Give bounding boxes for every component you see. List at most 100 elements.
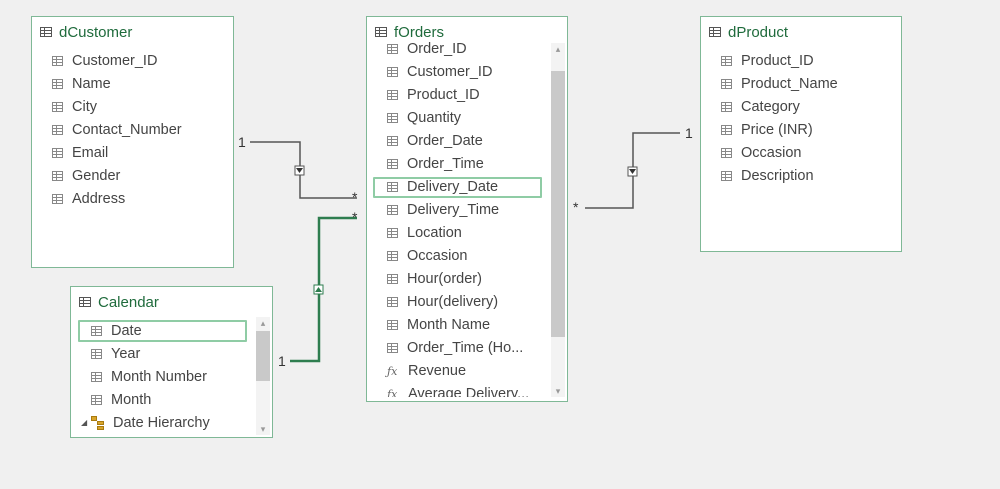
field-item[interactable]: Contact_Number	[52, 120, 182, 140]
field-item-selected[interactable]: Delivery_Date	[387, 177, 498, 197]
field-item[interactable]: Order_Date	[387, 131, 483, 151]
field-item[interactable]: Customer_ID	[52, 51, 157, 71]
table-icon	[40, 27, 52, 37]
field-item[interactable]: Hour(delivery)	[387, 292, 498, 312]
relationship-product-orders[interactable]	[585, 132, 680, 209]
column-icon	[721, 79, 732, 89]
column-icon	[387, 90, 398, 100]
table-card-dcustomer[interactable]: dCustomer Customer_ID Name City Contact_…	[31, 16, 234, 268]
column-icon	[91, 326, 102, 336]
cardinality-one-calendar: 1	[278, 353, 286, 369]
field-item[interactable]: City	[52, 97, 97, 117]
field-label: Month Number	[111, 369, 207, 385]
scroll-down-icon[interactable]: ▾	[260, 424, 266, 434]
field-label: Address	[72, 191, 126, 207]
scroll-up-icon[interactable]: ▴	[555, 44, 561, 54]
table-header-forders[interactable]: fOrders	[375, 22, 444, 42]
scroll-down-icon[interactable]: ▾	[555, 386, 561, 396]
field-item[interactable]: Email	[52, 143, 108, 163]
field-item[interactable]: Category	[721, 97, 800, 117]
field-item[interactable]: Year	[91, 344, 140, 364]
field-item[interactable]: Name	[52, 74, 111, 94]
field-item[interactable]: Product_ID	[721, 51, 814, 71]
field-item[interactable]: Month Name	[387, 315, 490, 335]
column-icon	[387, 159, 398, 169]
field-label: Order_Time (Ho...	[407, 340, 524, 356]
field-item[interactable]: Address	[52, 189, 125, 209]
column-icon	[721, 171, 732, 181]
column-icon	[52, 102, 63, 112]
fields-scrollbar[interactable]: ▴ ▾	[256, 317, 270, 435]
field-label: Name	[72, 76, 111, 92]
cardinality-many-calendar: *	[352, 209, 358, 225]
field-item[interactable]: Description	[721, 166, 814, 186]
column-icon	[387, 44, 398, 54]
selected-field-highlight	[78, 320, 247, 342]
table-header-calendar[interactable]: Calendar	[79, 292, 159, 312]
field-item[interactable]: Order_Time (Ho...	[387, 338, 523, 358]
field-item[interactable]: Gender	[52, 166, 120, 186]
field-item[interactable]: Product_Name	[721, 74, 838, 94]
field-item[interactable]: Order_ID	[387, 39, 467, 59]
scroll-thumb[interactable]	[256, 331, 270, 381]
table-card-calendar[interactable]: Calendar Date Year Month Number Month ◢ …	[70, 286, 273, 438]
scroll-thumb[interactable]	[551, 71, 565, 337]
field-label: Quantity	[407, 110, 461, 126]
field-item[interactable]: Month	[91, 390, 151, 410]
column-icon	[387, 274, 398, 284]
relationship-customer-orders[interactable]	[250, 141, 357, 199]
field-item[interactable]: Month Number	[91, 367, 207, 387]
measure-fx-icon: ƒx	[387, 364, 398, 378]
field-label: Delivery_Date	[407, 179, 499, 195]
field-item[interactable]: Price (INR)	[721, 120, 813, 140]
field-item[interactable]: Product_ID	[387, 85, 480, 105]
field-list: Date Year Month Number Month ◢ Date Hier…	[71, 287, 254, 437]
field-label: Price (INR)	[741, 122, 813, 138]
fields-scrollbar[interactable]: ▴ ▾	[551, 43, 565, 397]
field-item[interactable]: Delivery_Time	[387, 200, 499, 220]
column-icon	[387, 205, 398, 215]
field-item[interactable]: Order_Time	[387, 154, 484, 174]
field-list: Product_ID Product_Name Category Price (…	[701, 17, 901, 251]
table-header-dcustomer[interactable]: dCustomer	[40, 22, 132, 42]
column-icon	[387, 343, 398, 353]
column-icon	[387, 251, 398, 261]
column-icon	[91, 349, 102, 359]
field-item[interactable]: Occasion	[721, 143, 801, 163]
relationship-calendar-orders[interactable]	[290, 216, 357, 363]
field-label: Date	[111, 323, 142, 339]
scroll-up-icon[interactable]: ▴	[260, 318, 266, 328]
selected-field-highlight	[373, 177, 542, 198]
hierarchy-item[interactable]: Date Hierarchy	[91, 413, 210, 433]
field-label: Order_Date	[407, 133, 483, 149]
column-icon	[52, 171, 63, 181]
column-icon	[721, 148, 732, 158]
column-icon	[91, 372, 102, 382]
field-item[interactable]: Location	[387, 223, 462, 243]
table-card-dproduct[interactable]: dProduct Product_ID Product_Name Categor…	[700, 16, 902, 252]
hierarchy-icon	[91, 416, 105, 430]
expand-triangle-icon[interactable]: ◢	[81, 418, 88, 427]
field-label: Gender	[72, 168, 121, 184]
column-icon	[721, 102, 732, 112]
column-icon	[387, 136, 398, 146]
field-label: City	[72, 99, 97, 115]
field-item[interactable]: Hour(order)	[387, 269, 482, 289]
field-item[interactable]: Customer_ID	[387, 62, 492, 82]
column-icon	[387, 113, 398, 123]
table-header-dproduct[interactable]: dProduct	[709, 22, 788, 42]
column-icon	[387, 228, 398, 238]
column-icon	[52, 148, 63, 158]
table-card-forders[interactable]: fOrders Order_ID Customer_ID Product_ID …	[366, 16, 568, 402]
field-label: Product_Name	[741, 76, 838, 92]
field-item-selected[interactable]: Date	[91, 321, 142, 341]
field-item[interactable]: Quantity	[387, 108, 461, 128]
column-icon	[52, 194, 63, 204]
field-label: Delivery_Time	[407, 202, 500, 218]
column-icon	[721, 56, 732, 66]
column-icon	[52, 79, 63, 89]
column-icon	[387, 320, 398, 330]
field-item[interactable]: Occasion	[387, 246, 467, 266]
